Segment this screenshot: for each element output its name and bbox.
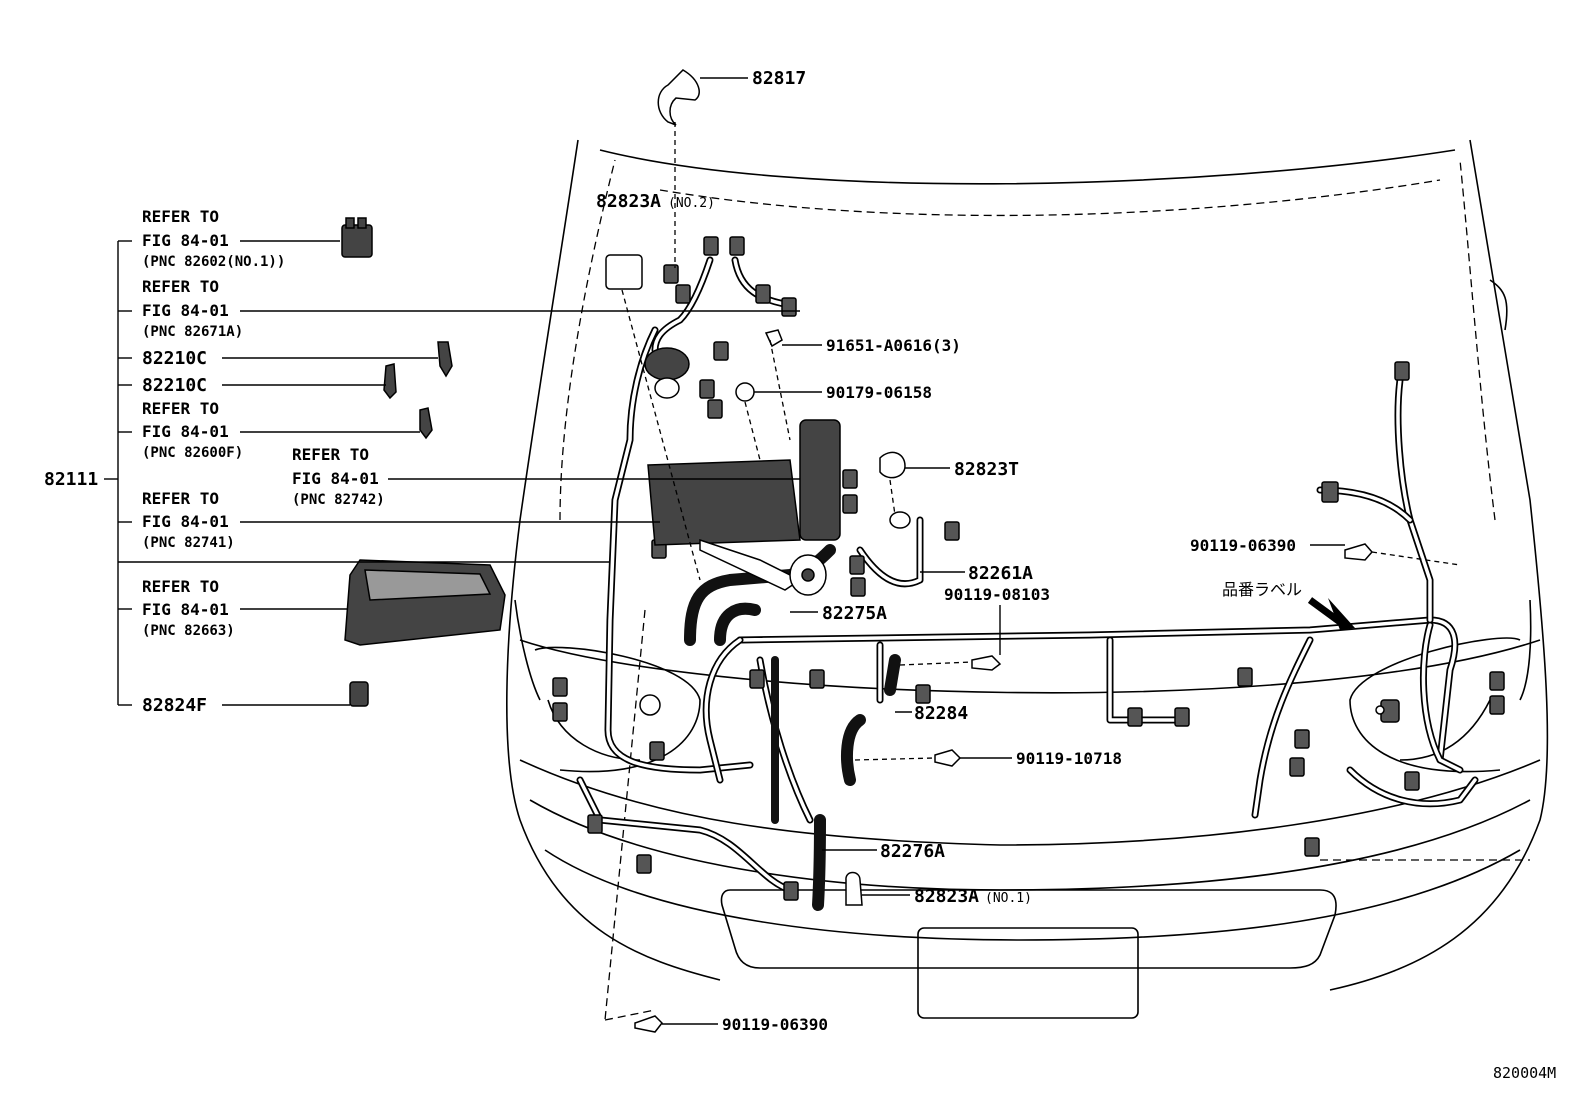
clip-91651-icon bbox=[764, 329, 783, 348]
bolt-90119-10718-icon bbox=[934, 749, 962, 767]
terminal-82210C-icon bbox=[437, 341, 453, 378]
terminal-82600F-icon bbox=[419, 407, 433, 440]
label-82823A-no1: 82823A bbox=[914, 886, 979, 907]
label-82210C-1: 82210C bbox=[142, 348, 207, 369]
terminal-82210C-2-icon bbox=[383, 363, 397, 400]
label-arrow-icon bbox=[1328, 598, 1355, 630]
clip-82817-icon bbox=[657, 69, 700, 126]
label-90119-06390-bottom: 90119-06390 bbox=[722, 1015, 828, 1034]
label-82261A: 82261A bbox=[968, 563, 1033, 584]
ref1-refer: REFER TO bbox=[142, 207, 219, 226]
bolt-90119-06390-right-icon bbox=[1344, 543, 1373, 561]
ref5-fig: FIG 84-01 bbox=[142, 512, 229, 531]
label-82284: 82284 bbox=[914, 703, 968, 724]
nut-90179-icon bbox=[735, 382, 755, 402]
ref6-pnc: (PNC 82663) bbox=[142, 623, 235, 639]
ref3-refer: REFER TO bbox=[142, 399, 219, 418]
connectors bbox=[552, 236, 1505, 901]
ref4-pnc: (PNC 82742) bbox=[292, 492, 385, 508]
connector-82602-icon bbox=[341, 217, 373, 258]
fuse-box-82663-icon bbox=[344, 559, 506, 646]
clamp-82823T-icon bbox=[879, 451, 906, 479]
ref2-refer: REFER TO bbox=[142, 277, 219, 296]
label-82276A: 82276A bbox=[880, 841, 945, 862]
label-82275A: 82275A bbox=[822, 603, 887, 624]
vehicle-body-outline bbox=[506, 139, 1549, 1021]
label-91651-A0616: 91651-A0616(3) bbox=[826, 336, 961, 355]
label-82823A-no2-suffix: (NO.2) bbox=[668, 196, 715, 211]
ref2-pnc: (PNC 82671A) bbox=[142, 324, 243, 340]
clamp-82823A-no1-icon bbox=[845, 871, 863, 906]
label-82823T: 82823T bbox=[954, 459, 1019, 480]
ref1-pnc: (PNC 82602(NO.1)) bbox=[142, 254, 285, 270]
figure-code: 820004M bbox=[1493, 1064, 1556, 1082]
bolt-90119-06390-bottom-icon bbox=[634, 1015, 663, 1033]
ref5-pnc: (PNC 82741) bbox=[142, 535, 235, 551]
label-90119-08103: 90119-08103 bbox=[944, 585, 1050, 604]
label-82111: 82111 bbox=[44, 469, 98, 490]
ref4-fig: FIG 84-01 bbox=[292, 469, 379, 488]
label-82823A-no1-suffix: (NO.1) bbox=[985, 891, 1032, 906]
ref6-fig: FIG 84-01 bbox=[142, 600, 229, 619]
bolt-90119-08103-icon bbox=[971, 655, 1002, 671]
ref4-refer: REFER TO bbox=[292, 445, 369, 464]
label-82824F: 82824F bbox=[142, 695, 207, 716]
label-82817: 82817 bbox=[752, 68, 806, 89]
ref6-refer: REFER TO bbox=[142, 577, 219, 596]
label-90179-06158: 90179-06158 bbox=[826, 383, 932, 402]
label-90119-06390-right: 90119-06390 bbox=[1190, 536, 1296, 555]
ref3-fig: FIG 84-01 bbox=[142, 422, 229, 441]
part-icons bbox=[341, 69, 1373, 1033]
label-82823A-no2: 82823A bbox=[596, 191, 661, 212]
label-90119-10718: 90119-10718 bbox=[1016, 749, 1122, 768]
label-part-number-tag: 品番ラベル bbox=[1222, 580, 1302, 599]
leader-lines bbox=[104, 77, 1461, 1025]
part-labels: 82817 82823A (NO.2) 82111 REFER TO FIG 8… bbox=[44, 68, 1556, 1082]
ref2-fig: FIG 84-01 bbox=[142, 301, 229, 320]
connector-82824F-icon bbox=[349, 681, 369, 707]
label-82210C-2: 82210C bbox=[142, 375, 207, 396]
ref1-fig: FIG 84-01 bbox=[142, 231, 229, 250]
ref5-refer: REFER TO bbox=[142, 489, 219, 508]
ref3-pnc: (PNC 82600F) bbox=[142, 445, 243, 461]
